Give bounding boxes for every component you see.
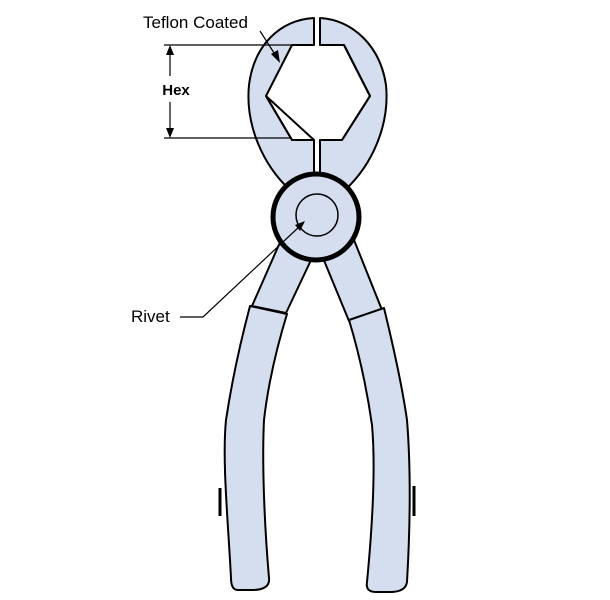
- hex-arrow-bottom: [166, 128, 174, 138]
- teflon-callout: Teflon Coated: [143, 13, 280, 63]
- rivet-leader-line: [180, 225, 301, 318]
- rivet-label: Rivet: [131, 307, 170, 326]
- hex-opening: [265, 44, 371, 141]
- rivet-inner-circle: [295, 193, 339, 237]
- left-handle: [218, 239, 313, 591]
- left-grip: [223, 305, 288, 591]
- teflon-leader-line: [259, 30, 277, 57]
- teflon-coated-label: Teflon Coated: [143, 13, 248, 32]
- teflon-arrowhead: [271, 50, 280, 63]
- right-handle: [322, 239, 416, 593]
- hex-dimension: Hex: [162, 44, 292, 139]
- right-grip: [348, 307, 411, 593]
- hex-arrow-top: [166, 45, 174, 55]
- rivet-callout: Rivet: [131, 221, 305, 326]
- hex-label: Hex: [162, 82, 190, 99]
- rivet-arrowhead: [295, 221, 305, 231]
- rivet: [270, 171, 362, 263]
